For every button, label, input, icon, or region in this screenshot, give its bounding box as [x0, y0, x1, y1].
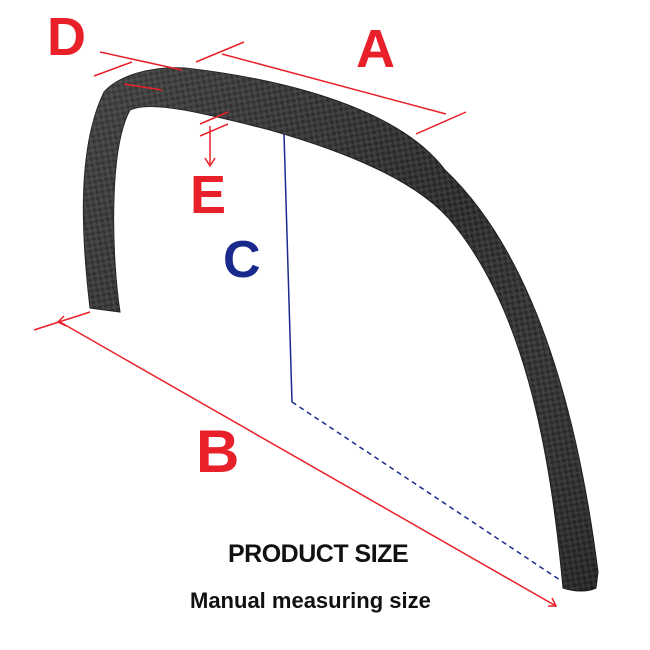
dimension-a-line [195, 41, 467, 135]
label-a: A [356, 19, 395, 79]
dimension-b-line [33, 311, 558, 607]
dimension-c-line [283, 133, 561, 581]
dimension-e-line [199, 111, 229, 168]
label-c: C [223, 231, 261, 289]
caption-title: PRODUCT SIZE [228, 540, 409, 568]
label-b: B [196, 418, 240, 485]
caption-subtitle: Manual measuring size [190, 588, 431, 613]
label-e: E [190, 165, 227, 225]
label-d: D [47, 7, 86, 67]
dimension-d-line [93, 51, 183, 91]
